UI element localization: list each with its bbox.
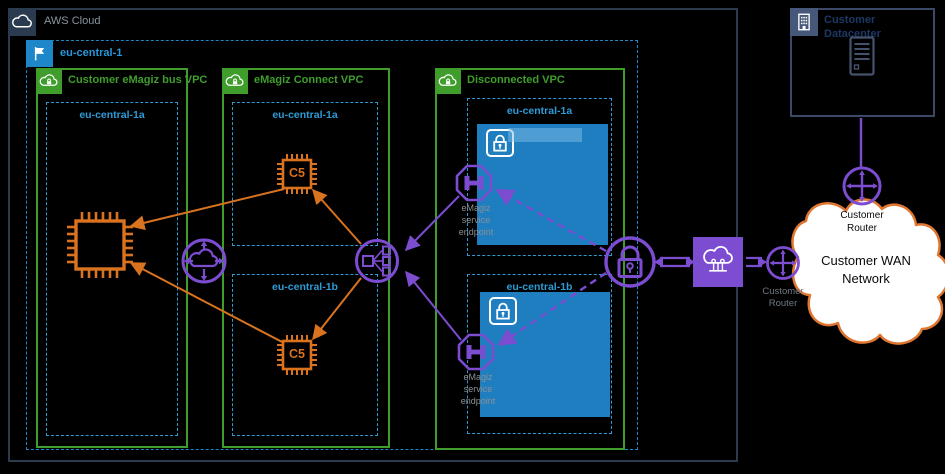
customer-router-label: Customer Router [840, 210, 884, 234]
aws-cloud-icon [8, 8, 36, 36]
c5-instance-label: C5 [289, 347, 305, 361]
datacenter-icon [790, 8, 818, 36]
vpc-endpoint-icon [457, 333, 495, 371]
datacenter-box [790, 8, 935, 117]
az-label: eu-central-1a [506, 105, 573, 117]
vpc-icon [222, 68, 248, 94]
subnet-label-highlight [508, 128, 582, 142]
vpc-endpoint-label: eMagiz service endpoint [460, 372, 496, 407]
aws-cloud-box [8, 8, 738, 462]
load-balancer-icon [355, 239, 399, 283]
vpc-icon [36, 68, 62, 94]
region-box [26, 40, 638, 450]
az-label: eu-central-1a [272, 109, 338, 121]
vpc-bus-label: Customer eMagiz bus VPC [68, 74, 208, 86]
c5-instance-label: C5 [289, 166, 305, 180]
customer-router-icon [842, 166, 882, 206]
vpc-disconnected-label: Disconnected VPC [467, 74, 565, 86]
aws-cloud-label: AWS Cloud [44, 15, 101, 27]
wan-cloud-label: Customer WAN Network [821, 253, 911, 286]
region-label: eu-central-1 [60, 47, 123, 59]
customer-gateway-icon [766, 246, 800, 280]
vpc-icon [435, 68, 461, 94]
subnet-lock-icon [485, 128, 515, 158]
vpc-endpoint-label: eMagiz service endpoint [458, 203, 494, 238]
vpc-endpoint-icon [455, 164, 493, 202]
vpc-connect-label: eMagiz Connect VPC [254, 74, 364, 86]
c5-instance-icon [277, 335, 317, 375]
c5-instance-wrap: C5 [275, 333, 319, 377]
c5-instance-icon [277, 154, 317, 194]
server-icon [849, 36, 875, 76]
vpc-connect-az1: eu-central-1a [232, 102, 378, 246]
c5-instance-wrap: C5 [275, 152, 319, 196]
site-to-site-vpn-icon [693, 237, 743, 287]
vpn-gateway-icon [604, 236, 656, 288]
az-label: eu-central-1a [79, 109, 145, 121]
region-icon [26, 40, 53, 67]
subnet-lock-icon [488, 296, 518, 326]
ec2-chip-icon [67, 212, 133, 278]
vpc-peering-icon [181, 238, 227, 284]
vpc-bus-box [36, 68, 188, 448]
customer-gateway-label: Customer Router [762, 286, 804, 310]
